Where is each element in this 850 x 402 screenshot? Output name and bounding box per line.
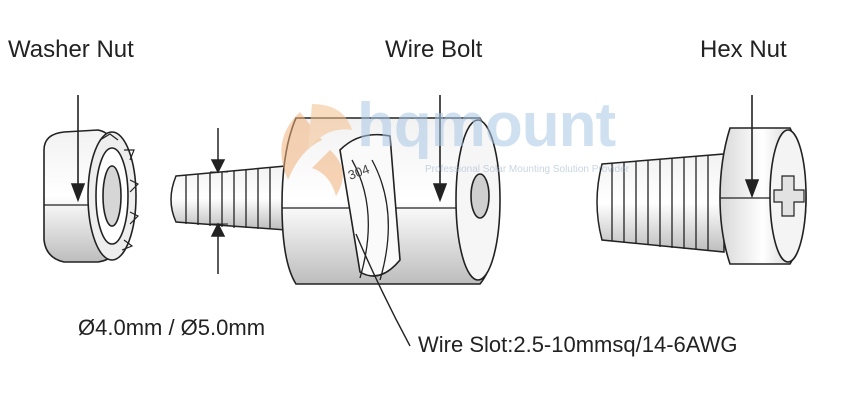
watermark-logo-icon [281,104,352,196]
hex-nut-arrow [744,95,760,199]
washer-nut-arrow [70,95,86,203]
bolt-thread [170,165,287,231]
diameter-dimension [210,128,228,274]
hex-nut-head [719,127,807,265]
watermark-brand: hqmount [357,91,616,160]
wire-bolt-label: Wire Bolt [385,36,483,63]
svg-text:304: 304 [346,161,372,183]
wire-slot-leader [355,233,411,347]
washer-nut-part [43,129,140,263]
washer-nut-label: Washer Nut [8,36,134,63]
hex-nut-label: Hex Nut [700,36,787,63]
watermark-tagline: Professional Solar Mounting Solution Pro… [425,164,629,175]
hex-nut-thread [596,153,725,253]
wire-bolt-arrow [432,95,448,203]
wire-bolt-head: 304 [281,117,501,285]
diameter-label: Ø4.0mm / Ø5.0mm [78,315,266,340]
wire-slot-label: Wire Slot:2.5-10mmsq/14-6AWG [418,332,738,357]
watermark: hqmount Professional Solar Mounting Solu… [265,91,629,196]
